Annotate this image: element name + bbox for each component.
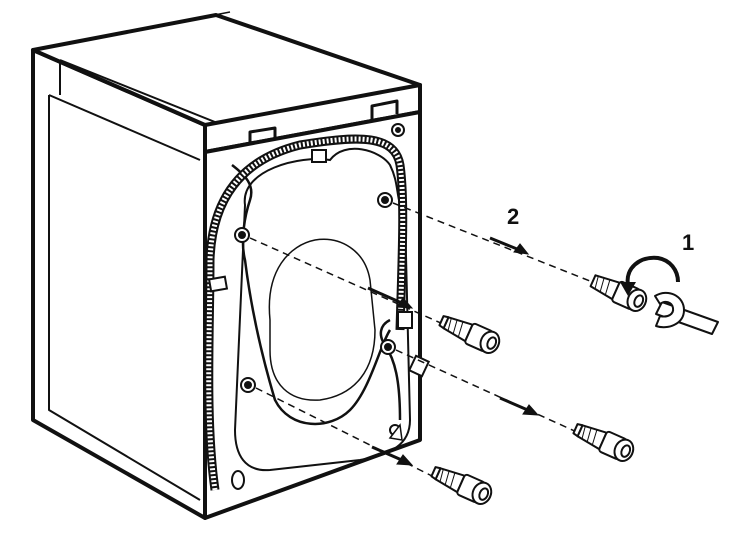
machine-back-panel	[203, 110, 422, 520]
bolt-hole-lower-left	[240, 377, 256, 393]
path-top-right-bolt	[392, 202, 601, 286]
machine-side-panel	[31, 48, 207, 520]
wrench	[654, 291, 719, 335]
arrow-upper-left-bolt	[367, 286, 414, 309]
wrench-jaw	[654, 291, 685, 329]
bolt-hole-upper-left	[234, 227, 250, 243]
rotation-arrow	[620, 255, 680, 296]
rear-cover-outline	[233, 147, 412, 472]
transit-bolt-with-wrench	[589, 274, 648, 312]
arrow-lower-left-bolt	[371, 445, 414, 466]
arrow-middle-right-bolt	[499, 396, 540, 416]
washing-machine	[31, 11, 422, 520]
bolt-hole-middle-right	[380, 339, 396, 355]
step-label-1: 1	[682, 230, 694, 255]
bolt-holes	[234, 192, 396, 393]
transit-bolt-middle	[572, 423, 635, 462]
arrow-step-2	[489, 236, 530, 255]
step-label-2: 2	[507, 204, 519, 229]
direction-arrows	[367, 236, 540, 466]
transit-bolt-lower	[430, 466, 493, 505]
bolt-hole-top-right	[377, 192, 393, 208]
drum-access-oval	[268, 238, 376, 401]
wrench-handle	[655, 301, 719, 335]
machine-side-inner-edge	[48, 95, 201, 501]
transit-bolt-upper	[438, 315, 501, 354]
power-cable	[231, 164, 392, 426]
transit-bolts	[430, 274, 648, 505]
path-upper-left-bolt	[249, 237, 453, 329]
